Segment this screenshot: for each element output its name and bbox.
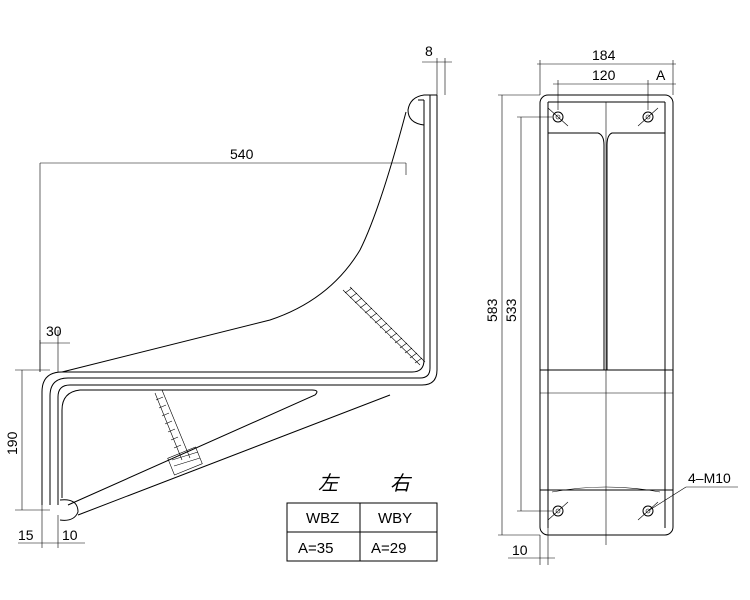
dim-120-label: 120 — [592, 67, 616, 83]
weld-hatch-lower — [154, 389, 203, 476]
dim-15-10: 15 10 — [18, 505, 85, 548]
dim-10-bottom: 10 — [508, 528, 555, 565]
mounting-holes — [547, 107, 659, 521]
dim-190: 190 — [4, 369, 50, 511]
dim-540-label: 540 — [230, 146, 254, 162]
side-view: 8 540 30 190 15 10 — [4, 43, 452, 548]
dim-10-label: 10 — [62, 527, 78, 543]
dim-8-label: 8 — [425, 43, 433, 59]
weld-hatch-upper — [344, 287, 423, 364]
dim-10-bottom-label: 10 — [512, 542, 528, 558]
table-right-model: WBY — [378, 510, 412, 527]
front-view: 4–M10 184 120 A 583 533 — [484, 47, 738, 565]
dim-184-label: 184 — [592, 47, 616, 63]
table-right-value: A=29 — [371, 540, 406, 557]
model-table: 左 右 WBZ WBY A=35 A=29 — [286, 471, 438, 562]
dim-4-m10: 4–M10 — [647, 470, 738, 512]
table-left-model: WBZ — [306, 510, 339, 527]
dim-533-label: 533 — [503, 298, 519, 322]
dim-30: 30 — [39, 323, 70, 372]
dim-8: 8 — [422, 43, 452, 95]
dim-190-label: 190 — [4, 431, 20, 455]
table-left-char: 左 — [318, 471, 340, 495]
table-left-value: A=35 — [298, 540, 333, 557]
dim-583-label: 583 — [484, 298, 500, 322]
dim-540: 540 — [39, 146, 407, 372]
dim-184: 184 — [537, 47, 676, 95]
dim-533: 533 — [503, 116, 552, 512]
table-right-char: 右 — [390, 471, 413, 495]
dim-4-m10-label: 4–M10 — [688, 470, 731, 486]
dim-15-label: 15 — [18, 527, 34, 543]
dim-583: 583 — [484, 94, 540, 536]
dim-120-a: 120 A — [553, 67, 676, 110]
dim-a-label: A — [656, 67, 666, 83]
dim-30-label: 30 — [46, 323, 62, 339]
